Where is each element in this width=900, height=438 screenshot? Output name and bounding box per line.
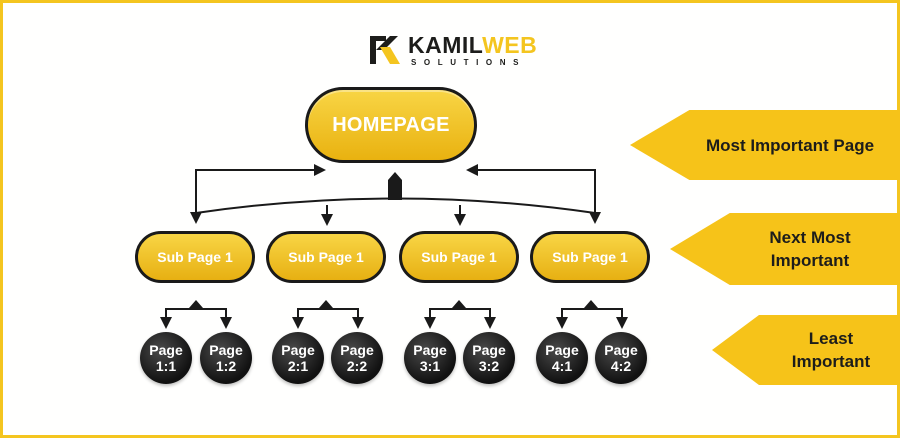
- leaf-number: 4:1: [551, 358, 573, 374]
- leaf-number: 1:1: [155, 358, 177, 374]
- tag-text-line2: Important: [770, 251, 850, 270]
- tag-text-line1: Most Important Page: [705, 135, 875, 155]
- homepage-node[interactable]: HOMEPAGE: [305, 87, 477, 163]
- leaf-label: Page: [545, 342, 579, 358]
- tag-text-line2: Important: [791, 352, 871, 371]
- brand-name-part1: KAMIL: [408, 31, 483, 58]
- leaf-label: Page: [209, 342, 243, 358]
- leaf-number: 3:1: [419, 358, 441, 374]
- leaf-label: Page: [149, 342, 183, 358]
- leaf-number: 2:2: [346, 358, 368, 374]
- leaf-number: 2:1: [287, 358, 309, 374]
- brand-tagline: SOLUTIONS: [411, 57, 527, 67]
- sub-page-node-1[interactable]: Sub Page 1: [135, 231, 255, 283]
- sub-page-node-2[interactable]: Sub Page 1: [266, 231, 386, 283]
- importance-tag-most: Most Important Page: [630, 110, 900, 180]
- leaf-label: Page: [604, 342, 638, 358]
- leaf-label: Page: [340, 342, 374, 358]
- tag-text-line1: Least: [808, 329, 854, 348]
- kw-logo-icon: [370, 36, 400, 64]
- homepage-arc-connector: [195, 197, 596, 214]
- leaf-label: Page: [281, 342, 315, 358]
- brand-logo: KAMILWEB SOLUTIONS: [368, 30, 537, 70]
- leaf-number: 3:2: [478, 358, 500, 374]
- sub-page-node-3[interactable]: Sub Page 1: [399, 231, 519, 283]
- tag-text-line1: Next Most: [769, 228, 851, 247]
- sub-page-node-4[interactable]: Sub Page 1: [530, 231, 650, 283]
- leaf-label: Page: [413, 342, 447, 358]
- brand-name-part2: WEB: [482, 31, 538, 58]
- leaf-number: 1:2: [215, 358, 237, 374]
- leaf-number: 4:2: [610, 358, 632, 374]
- leaf-label: Page: [472, 342, 506, 358]
